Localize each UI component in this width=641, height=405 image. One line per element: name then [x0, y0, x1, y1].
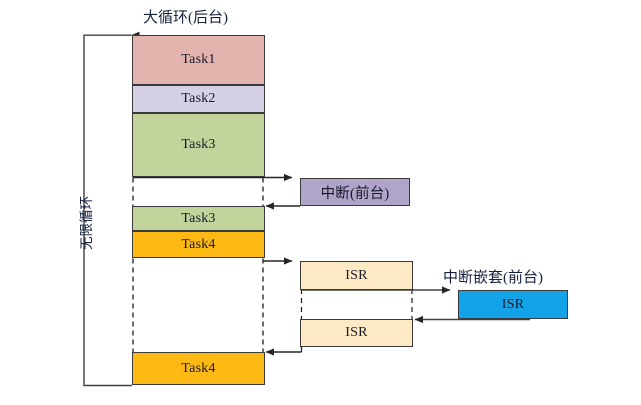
isr-block-first[interactable]: ISR [300, 261, 413, 290]
task-block-task3-resume[interactable]: Task3 [132, 206, 265, 231]
isr-block-nested[interactable]: ISR [458, 290, 568, 319]
task-block-task4[interactable]: Task4 [132, 231, 265, 258]
isr-block-second[interactable]: ISR [300, 319, 413, 347]
infinite-loop-label: 无限循环 [79, 196, 94, 250]
interrupt-block[interactable]: 中断(前台) [300, 178, 410, 206]
task-block-task3[interactable]: Task3 [132, 113, 265, 177]
task-block-task1[interactable]: Task1 [132, 35, 265, 85]
nested-interrupt-label: 中断嵌套(前台) [443, 270, 543, 286]
task-block-task4-resume[interactable]: Task4 [132, 352, 265, 385]
task-block-task2[interactable]: Task2 [132, 85, 265, 113]
page-title: 大循环(后台) [143, 10, 228, 26]
